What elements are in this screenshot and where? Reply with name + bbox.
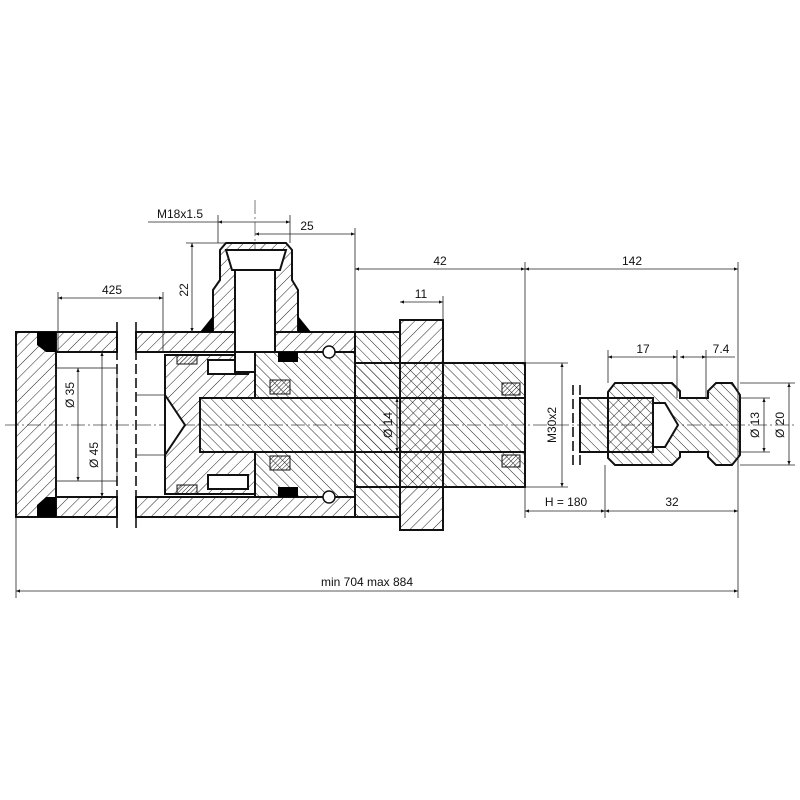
dimension-eye-groove: 7.4: [680, 342, 735, 398]
dimension-gland-length: 42: [355, 254, 526, 363]
seal-weld-bottom: [37, 497, 56, 517]
dimension-port-offset: 25: [255, 219, 356, 332]
dimension-bore-inner: Ø 35: [63, 368, 80, 481]
rod-eye: [607, 382, 741, 466]
dimension-bore-outer: Ø 45: [87, 352, 104, 497]
svg-text:min 704 max 884: min 704 max 884: [321, 575, 413, 589]
svg-text:11: 11: [415, 287, 428, 301]
svg-text:7.4: 7.4: [713, 342, 730, 356]
svg-text:M30x2: M30x2: [545, 407, 559, 443]
dimension-rod-diameter: Ø 14: [381, 398, 399, 452]
port-fitting: [200, 242, 311, 373]
dimension-rod-thread: M30x2: [525, 362, 568, 488]
svg-text:Ø 13: Ø 13: [748, 412, 762, 438]
svg-text:Ø 35: Ø 35: [63, 382, 77, 408]
svg-text:22: 22: [177, 283, 191, 297]
dimension-overall-length: min 704 max 884: [15, 517, 738, 598]
dimension-eye-outer: Ø 20: [740, 382, 795, 466]
svg-text:Ø 14: Ø 14: [381, 412, 395, 438]
dimension-thread-port: M18x1.5: [148, 207, 291, 243]
dimension-port-height: 22: [177, 242, 226, 332]
svg-text:Ø 20: Ø 20: [773, 412, 787, 438]
dimension-eye-total: 32: [605, 495, 738, 513]
svg-text:425: 425: [102, 283, 122, 297]
dimension-eye-inner: Ø 13: [740, 397, 770, 453]
gland: [254, 345, 356, 504]
rod-sleeve: [354, 362, 526, 488]
svg-text:M18x1.5: M18x1.5: [157, 207, 203, 221]
dimension-stroke: H = 180: [524, 465, 606, 518]
dimension-eye-length: 17: [607, 342, 678, 398]
svg-text:Ø 45: Ø 45: [87, 442, 101, 468]
piston: [164, 354, 256, 495]
svg-text:25: 25: [300, 219, 314, 233]
end-cap: [15, 331, 118, 518]
dimension-rod-extension: 142: [525, 254, 739, 598]
dimension-cap-length: 425: [57, 283, 164, 352]
svg-text:42: 42: [433, 254, 447, 268]
svg-text:H = 180: H = 180: [545, 495, 588, 509]
mounting-flange: [399, 319, 444, 531]
svg-text:32: 32: [665, 495, 679, 509]
dimension-flange-width: 11: [400, 287, 444, 320]
svg-text:142: 142: [622, 254, 642, 268]
svg-text:17: 17: [636, 342, 650, 356]
seal-weld-top: [37, 332, 56, 352]
